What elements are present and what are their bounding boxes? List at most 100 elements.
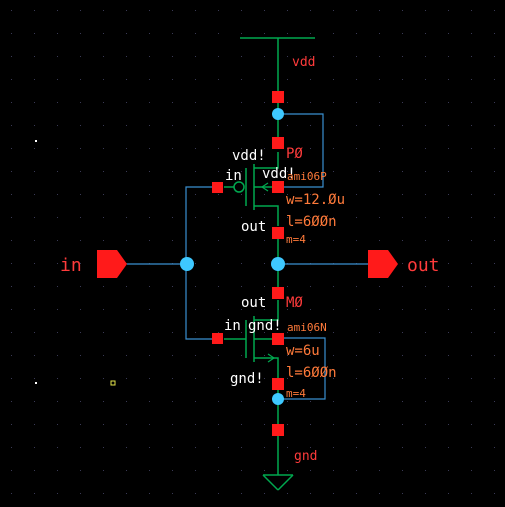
grid-dot xyxy=(11,125,12,126)
grid-dot xyxy=(103,194,104,195)
pmos-bulk-wire[interactable] xyxy=(278,113,324,188)
grid-dot xyxy=(287,447,288,448)
grid-dot xyxy=(264,378,265,379)
nmos-source-pin[interactable] xyxy=(272,378,284,390)
grid-dot xyxy=(379,171,380,172)
nmos-drain-pin[interactable] xyxy=(272,287,284,299)
grid-dots xyxy=(11,10,495,494)
grid-dot xyxy=(195,332,196,333)
vdd-junction[interactable] xyxy=(272,108,284,120)
grid-dot xyxy=(241,125,242,126)
grid-dot xyxy=(425,194,426,195)
grid-dot xyxy=(448,33,449,34)
grid-dot xyxy=(402,171,403,172)
grid-dot xyxy=(310,355,311,356)
vdd-supply-icon[interactable] xyxy=(240,37,315,97)
grid-dot xyxy=(264,33,265,34)
pmos-transistor[interactable] xyxy=(224,152,279,226)
stray-point xyxy=(35,140,37,142)
grid-dot xyxy=(126,171,127,172)
grid-dot xyxy=(80,10,81,11)
grid-dot xyxy=(172,470,173,471)
pmos-mult-label: m=4 xyxy=(286,233,306,246)
grid-dot xyxy=(241,493,242,494)
grid-dot xyxy=(126,240,127,241)
grid-dot xyxy=(333,240,334,241)
stray-point xyxy=(35,382,37,384)
grid-dot xyxy=(172,447,173,448)
grid-dot xyxy=(287,10,288,11)
grid-dot xyxy=(149,286,150,287)
ground-icon[interactable] xyxy=(262,474,294,491)
grid-dot xyxy=(34,10,35,11)
pmos-drain-pin[interactable] xyxy=(272,227,284,239)
grid-dot xyxy=(448,56,449,57)
grid-dot xyxy=(425,470,426,471)
grid-dot xyxy=(333,378,334,379)
grid-dot xyxy=(333,424,334,425)
grid-dot xyxy=(471,378,472,379)
grid-dot xyxy=(471,102,472,103)
grid-dot xyxy=(494,125,495,126)
grid-dot xyxy=(241,33,242,34)
out-junction[interactable] xyxy=(271,257,285,271)
grid-dot xyxy=(264,125,265,126)
grid-dot xyxy=(80,378,81,379)
grid-dot xyxy=(448,309,449,310)
pmos-source-pin[interactable] xyxy=(272,137,284,149)
grid-dot xyxy=(172,171,173,172)
output-pin-icon[interactable] xyxy=(368,250,398,278)
grid-dot xyxy=(34,148,35,149)
grid-dot xyxy=(471,148,472,149)
grid-dot xyxy=(310,286,311,287)
grid-dot xyxy=(402,56,403,57)
grid-dot xyxy=(57,240,58,241)
nmos-bulk-pin[interactable] xyxy=(272,333,284,345)
grid-dot xyxy=(448,447,449,448)
grid-dot xyxy=(149,33,150,34)
grid-dot xyxy=(103,493,104,494)
grid-dot xyxy=(287,309,288,310)
grid-dot xyxy=(218,332,219,333)
pmos-bulk-pin[interactable] xyxy=(272,181,284,193)
grid-dot xyxy=(356,125,357,126)
grid-dot xyxy=(126,56,127,57)
grid-dot xyxy=(310,148,311,149)
grid-dot xyxy=(11,355,12,356)
grid-dot xyxy=(218,309,219,310)
in-junction[interactable] xyxy=(180,257,194,271)
grid-dot xyxy=(379,125,380,126)
grid-dot xyxy=(11,263,12,264)
nmos-gate-pin[interactable] xyxy=(212,333,223,344)
grid-dot xyxy=(494,378,495,379)
gnd-terminal-pin[interactable] xyxy=(272,424,284,436)
grid-dot xyxy=(402,493,403,494)
grid-dot xyxy=(402,470,403,471)
grid-dot xyxy=(103,286,104,287)
grid-dot xyxy=(103,148,104,149)
grid-dot xyxy=(103,424,104,425)
grid-dot xyxy=(218,148,219,149)
nmos-drain-label: out xyxy=(241,295,266,311)
grid-dot xyxy=(241,194,242,195)
nmos-bulk-wire[interactable] xyxy=(278,337,326,400)
grid-dot xyxy=(310,79,311,80)
vdd-terminal-pin[interactable] xyxy=(272,91,284,103)
pmos-gate-pin[interactable] xyxy=(212,182,223,193)
input-pin-icon[interactable] xyxy=(97,250,127,278)
grid-dot xyxy=(126,286,127,287)
grid-dot xyxy=(80,286,81,287)
grid-dot xyxy=(11,378,12,379)
grid-dot xyxy=(218,470,219,471)
grid-dot xyxy=(379,79,380,80)
grid-dot xyxy=(195,125,196,126)
grid-dot xyxy=(402,79,403,80)
grid-dot xyxy=(218,355,219,356)
grid-dot xyxy=(103,217,104,218)
grid-dot xyxy=(310,309,311,310)
gnd-junction[interactable] xyxy=(272,393,284,405)
grid-dot xyxy=(103,332,104,333)
grid-dot xyxy=(310,125,311,126)
nmos-gate-label: in xyxy=(224,318,241,334)
